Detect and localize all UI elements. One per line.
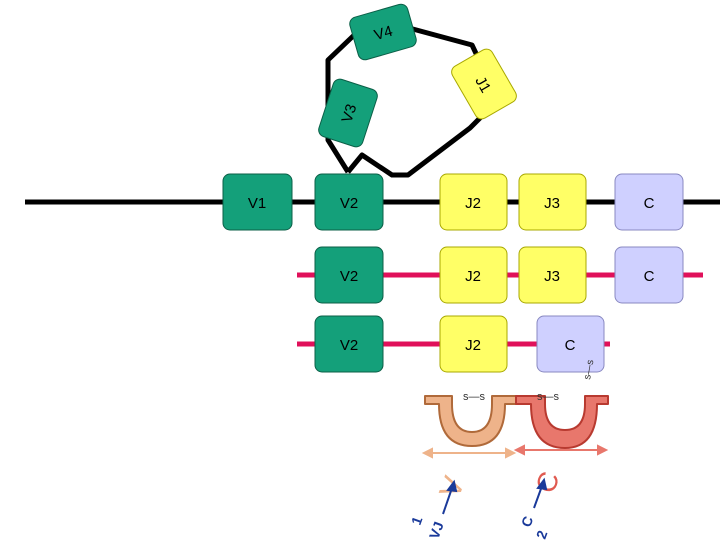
germline-segment-j2-label: J2: [465, 195, 481, 212]
vj-to-v-arrow: [442, 479, 458, 515]
c-number-label: 2: [533, 528, 551, 540]
germline-segment-v1: V1: [222, 173, 293, 231]
rearranged-segment-j2-label: J2: [465, 268, 481, 285]
rearranged-segment-j2: J2: [439, 246, 508, 304]
disulfide-label-tail: s—s: [582, 359, 596, 381]
mrna-segment-v2: V2: [314, 315, 384, 373]
disulfide-label-c: s—s: [537, 391, 560, 403]
rearranged-segment-j3-label: J3: [544, 268, 560, 285]
c-to-c-arrow: [533, 477, 548, 509]
protein-chain-sketch: s—s s—s s—s V C 1 VJ 2 C: [408, 359, 609, 541]
loop-segment-j1-label: J1: [471, 74, 494, 96]
v-domain-shape: [424, 395, 521, 447]
mrna-segment-j2: J2: [439, 315, 508, 373]
disulfide-label-v: s—s: [463, 391, 486, 403]
germline-dna: V4 J1 V3 V1 V2 J2 J3 C: [25, 3, 720, 231]
mrna-segment-c: C: [536, 315, 605, 373]
vj-number-label: 1: [408, 514, 426, 527]
c-annotation-label: C: [518, 514, 536, 529]
loop-segment-j1: J1: [451, 48, 517, 120]
rearranged-segment-v2-label: V2: [340, 268, 358, 285]
germline-segment-v2-label: V2: [340, 195, 358, 212]
rearranged-segment-j3: J3: [518, 246, 587, 304]
rearranged-dna: V2 J2 J3 C: [297, 246, 703, 304]
rearranged-segment-c: C: [614, 246, 684, 304]
germline-segment-j3-label: J3: [544, 195, 560, 212]
loop-segment-v4-label: V4: [372, 23, 394, 44]
germline-segment-v1-label: V1: [248, 195, 266, 212]
vj-annotation-label: VJ: [426, 519, 447, 540]
c-domain-span-arrow: [513, 444, 609, 456]
germline-segment-v2: V2: [314, 173, 384, 231]
mrna-segment-v2-label: V2: [340, 337, 358, 354]
v-domain-span-arrow: [421, 447, 517, 459]
rearranged-segment-v2: V2: [314, 246, 384, 304]
mrna-segment-j2-label: J2: [465, 337, 481, 354]
c-domain-shape: [515, 395, 609, 449]
mrna-transcript: V2 J2 C: [297, 315, 610, 373]
mrna-segment-c-label: C: [565, 337, 576, 354]
loop-segment-v3: V3: [318, 78, 378, 148]
germline-segment-c-label: C: [644, 195, 655, 212]
germline-segment-j3: J3: [518, 173, 587, 231]
rearranged-segment-c-label: C: [644, 268, 655, 285]
loop-segment-v4: V4: [349, 3, 417, 61]
germline-segment-c: C: [614, 173, 684, 231]
loop-segment-v3-label: V3: [339, 102, 361, 125]
c-domain-label: C: [530, 467, 566, 497]
germline-segment-j2: J2: [439, 173, 508, 231]
